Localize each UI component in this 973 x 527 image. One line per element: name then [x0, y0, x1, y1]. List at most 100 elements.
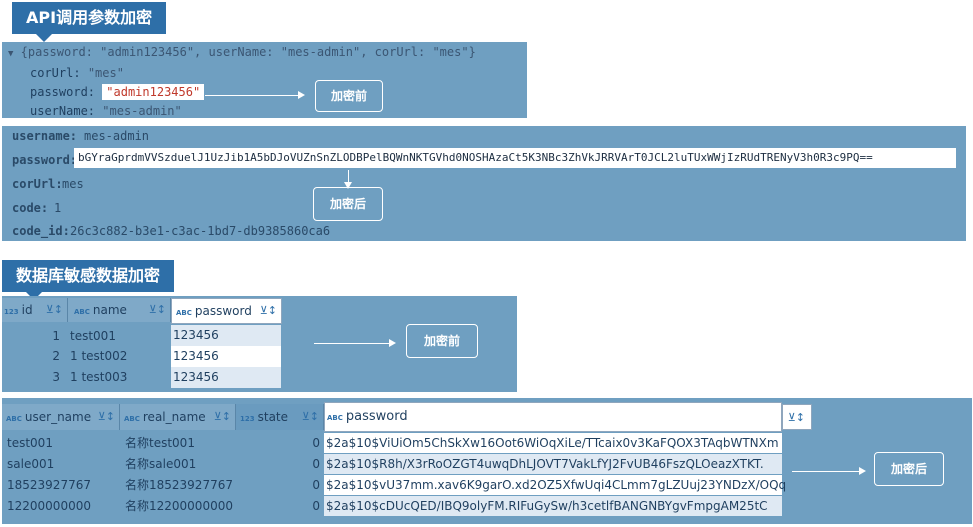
- table-cell[interactable]: 0: [312, 436, 320, 450]
- numeric-type-icon: 123: [4, 308, 19, 316]
- column-header-label: real_name: [142, 410, 206, 424]
- table-cell[interactable]: 12200000000: [7, 499, 91, 513]
- table-cell[interactable]: test001: [7, 436, 53, 450]
- json-key: userName:: [30, 104, 96, 118]
- numeric-type-icon: 123: [240, 415, 255, 423]
- arrow-right-icon: [389, 339, 396, 347]
- badge-text: 加密后: [890, 462, 927, 476]
- filter-icon[interactable]: ⊻↕: [301, 410, 319, 423]
- request-panel: ▼ {password: "admin123456", userName: "m…: [2, 42, 527, 118]
- text-type-icon: ABC: [176, 309, 192, 317]
- table-cell[interactable]: test001: [70, 329, 116, 343]
- table-cell[interactable]: 名称12200000000: [125, 499, 233, 513]
- table-cell[interactable]: 123456: [171, 367, 281, 388]
- table-cell[interactable]: $2a$10$vU37mm.xav6K9garO.xd2OZ5XfwUqi4CL…: [324, 475, 786, 495]
- row-index: 1: [52, 329, 60, 343]
- json-value: "mes": [87, 66, 124, 80]
- arrow-line-vertical: [348, 170, 349, 182]
- field-password-value: bGYraGprdmVVSzduelJ1UzJib1A5bDJoVUZnSnZL…: [74, 148, 956, 168]
- field-password-label: password:: [12, 153, 78, 167]
- field-corurl-label: corUrl:: [12, 177, 63, 191]
- json-header[interactable]: ▼ {password: "admin123456", userName: "m…: [8, 45, 476, 59]
- json-line-corurl: corUrl: "mes": [30, 66, 124, 80]
- table-cell[interactable]: 0: [312, 478, 320, 492]
- table-cell[interactable]: $2a$10$R8h/X3rRoOZGT4uwqDhLJOVT7VakLfYJ2…: [324, 454, 782, 474]
- column-header-label: user_name: [24, 410, 92, 424]
- arrow-line: [792, 471, 860, 472]
- filter-icon[interactable]: ⊻↕: [213, 410, 231, 423]
- json-key: corUrl:: [30, 66, 81, 80]
- text-type-icon: ABC: [74, 308, 90, 316]
- table-cell[interactable]: 0: [312, 499, 320, 513]
- field-username-label: username:: [12, 129, 78, 143]
- row-index: 2: [52, 349, 60, 363]
- table-cell[interactable]: 名称sale001: [125, 457, 197, 471]
- text-type-icon: ABC: [6, 415, 22, 423]
- badge-text: 加密后: [329, 197, 366, 211]
- field-corurl-value: mes: [62, 177, 84, 191]
- table-cell[interactable]: $2a$10$ViUiOm5ChSkXw16Oot6WiOqXiLe/TTcai…: [324, 433, 782, 453]
- before-encrypt-badge: 加密前: [315, 80, 383, 112]
- json-value: "mes-admin": [102, 104, 182, 118]
- text-type-icon: ABC: [327, 414, 343, 422]
- arrow-line: [205, 95, 299, 96]
- collapse-triangle-icon[interactable]: ▼: [8, 49, 14, 59]
- row-index: 3: [52, 370, 60, 384]
- arrow-line: [314, 343, 390, 344]
- table-cell[interactable]: sale001: [7, 457, 55, 471]
- arrow-down-icon: [344, 182, 352, 189]
- column-header-filler: ⊻↕: [782, 404, 812, 430]
- filter-icon[interactable]: ⊻↕: [148, 303, 166, 316]
- after-encrypt-badge: 加密后: [313, 187, 383, 221]
- filter-icon[interactable]: ⊻↕: [787, 411, 805, 424]
- field-code-value: 1: [54, 201, 62, 215]
- table-cell[interactable]: 名称18523927767: [125, 478, 233, 492]
- field-username-value: mes-admin: [84, 129, 150, 143]
- text-type-icon: ABC: [124, 415, 140, 423]
- json-key: password:: [30, 85, 96, 99]
- json-line-password: password: "admin123456": [30, 84, 205, 100]
- field-code-label: code:: [12, 201, 49, 215]
- badge-text: 加密前: [330, 89, 367, 103]
- field-codeid-value: 26c3c882-b3e1-c3ac-1bd7-db9385860ca6: [70, 224, 331, 238]
- field-codeid-label: code_id:: [12, 224, 70, 238]
- column-header-label: password: [345, 409, 408, 424]
- table-cell[interactable]: 名称test001: [125, 436, 195, 450]
- table-cell[interactable]: 0: [312, 457, 320, 471]
- arrow-right-icon: [859, 467, 866, 475]
- section-title-db: 数据库敏感数据加密: [2, 260, 175, 300]
- before-encrypt-badge: 加密前: [406, 324, 478, 358]
- table-cell[interactable]: 1 test002: [70, 349, 128, 363]
- section-title-text: API调用参数加密: [26, 8, 153, 27]
- after-encrypt-badge: 加密后: [874, 452, 944, 486]
- column-header-label: state: [257, 410, 289, 424]
- json-password-value: "admin123456": [102, 84, 205, 100]
- filter-icon[interactable]: ⊻↕: [45, 303, 63, 316]
- column-header-label: name: [92, 303, 127, 317]
- column-header-label: id: [21, 303, 33, 317]
- table-cell[interactable]: 18523927767: [7, 478, 91, 492]
- section-title-api: API调用参数加密: [12, 2, 167, 42]
- table-cell[interactable]: 123456: [171, 346, 281, 367]
- arrow-right-icon: [298, 91, 305, 99]
- table-cell[interactable]: 123456: [171, 325, 281, 346]
- filter-icon[interactable]: ⊻↕: [97, 410, 115, 423]
- section-title-text: 数据库敏感数据加密: [16, 266, 161, 285]
- badge-text: 加密前: [423, 334, 460, 348]
- table-cell[interactable]: $2a$10$cDUcQED/IBQ9olyFM.RIFuGySw/h3cetl…: [324, 496, 782, 516]
- column-header-label: password: [194, 304, 252, 318]
- json-line-username: userName: "mes-admin": [30, 104, 182, 118]
- table-cell[interactable]: 1 test003: [70, 370, 128, 384]
- filter-icon[interactable]: ⊻↕: [259, 304, 277, 317]
- response-panel: username: mes-admin password: bGYraGprdm…: [2, 126, 966, 241]
- json-header-text: {password: "admin123456", userName: "mes…: [20, 45, 476, 59]
